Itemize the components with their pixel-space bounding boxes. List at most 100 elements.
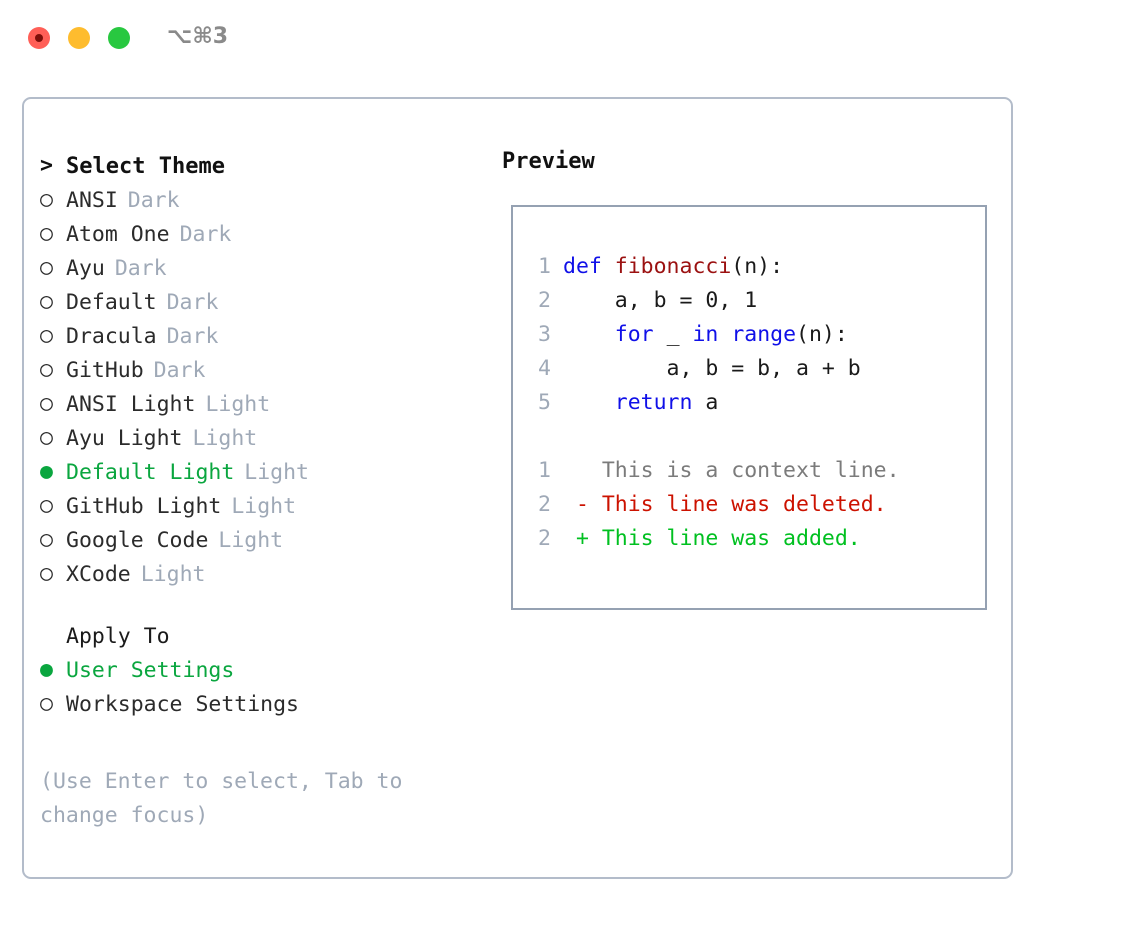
diff-line: 2 + This line was added.: [521, 521, 981, 555]
line-number: 2: [538, 491, 551, 517]
recording-indicator-icon: [35, 34, 43, 42]
preview-title: Preview: [502, 149, 595, 174]
page-title: Select Theme: [66, 153, 225, 179]
line-number: 1: [538, 457, 551, 483]
token-kw: def: [563, 253, 615, 279]
theme-option-label: XCode: [66, 561, 131, 587]
code-line-content: - This line was deleted.: [563, 492, 887, 517]
maximize-window-button[interactable]: [108, 27, 130, 49]
theme-option-label: ANSI: [66, 187, 118, 213]
theme-variant-label: Dark: [127, 187, 180, 213]
diff-line: 1 This is a context line.: [521, 453, 981, 487]
token-txt: (n):: [796, 321, 848, 347]
minimize-window-button[interactable]: [68, 27, 90, 49]
token-txt: (n):: [731, 253, 784, 279]
code-line-content: a, b = 0, 1: [563, 288, 757, 313]
title-bar: ⌥⌘3: [0, 0, 1140, 78]
radio-unselected-icon: ○: [40, 289, 53, 315]
radio-unselected-icon: ○: [40, 391, 53, 417]
apply-to-option-workspace-settings[interactable]: ○ Workspace Settings: [40, 687, 490, 721]
theme-variant-label: Dark: [166, 323, 219, 349]
theme-option-dracula[interactable]: ○ Dracula Dark: [40, 319, 490, 353]
theme-option-ayu-light[interactable]: ○ Ayu Light Light: [40, 421, 490, 455]
theme-option-label: Ayu: [66, 255, 105, 281]
theme-option-label: GitHub Light: [66, 493, 222, 519]
code-line: 3 for _ in range(n):: [521, 317, 981, 351]
theme-option-label: Atom One: [66, 221, 170, 247]
theme-variant-label: Light: [231, 493, 297, 519]
radio-unselected-icon: ○: [40, 357, 53, 383]
token-kw: for: [614, 321, 654, 347]
diff-line: 2 - This line was deleted.: [521, 487, 981, 521]
line-number: 2: [538, 525, 551, 551]
token-txt: a, b = 0, 1: [563, 287, 758, 313]
theme-variant-label: Light: [205, 391, 271, 417]
code-line-content: for _ in range(n):: [563, 322, 848, 347]
radio-unselected-icon: ○: [40, 561, 53, 587]
theme-variant-label: Light: [244, 459, 310, 485]
radio-selected-icon: ●: [40, 459, 53, 485]
apply-to-option-user-settings[interactable]: ●User Settings: [40, 653, 490, 687]
code-line: 2 a, b = 0, 1: [521, 283, 981, 317]
select-theme-header: > Select Theme: [40, 149, 490, 183]
theme-option-ansi-light[interactable]: ○ ANSI Light Light: [40, 387, 490, 421]
theme-option-github-light[interactable]: ○ GitHub Light Light: [40, 489, 490, 523]
blank-marker: ○: [40, 625, 66, 647]
token-txt: a: [692, 389, 719, 415]
token-kw: return: [614, 389, 693, 415]
theme-variant-label: Dark: [153, 357, 206, 383]
token-txt: [718, 322, 731, 347]
radio-unselected-icon: ○: [40, 221, 53, 247]
line-number: 2: [538, 287, 551, 313]
apply-to-header: ○ Apply To: [40, 619, 490, 653]
theme-variant-label: Dark: [114, 255, 167, 281]
radio-unselected-icon: ○: [40, 323, 53, 349]
caret-icon: >: [40, 153, 53, 179]
theme-variant-label: Light: [140, 561, 206, 587]
token-fn: fibonacci: [614, 253, 732, 279]
line-number: 1: [538, 253, 551, 279]
apply-to-option-label: Workspace Settings: [66, 691, 299, 717]
apply-to-title: Apply To: [66, 623, 170, 649]
radio-unselected-icon: ○: [40, 527, 53, 553]
theme-option-label: Ayu Light: [66, 425, 183, 451]
keyboard-shortcut-label: ⌥⌘3: [167, 24, 229, 49]
token-ctx: This is a context line.: [563, 457, 900, 483]
theme-option-label: ANSI Light: [66, 391, 196, 417]
close-window-button[interactable]: [28, 27, 50, 49]
radio-unselected-icon: ○: [40, 691, 53, 717]
theme-option-xcode[interactable]: ○ XCode Light: [40, 557, 490, 591]
radio-unselected-icon: ○: [40, 425, 53, 451]
radio-unselected-icon: ○: [40, 493, 53, 519]
code-line-content: This is a context line.: [563, 458, 900, 483]
token-add: + This line was added.: [563, 525, 861, 551]
theme-option-label: Dracula: [66, 323, 157, 349]
code-line-content: + This line was added.: [563, 526, 861, 551]
keyboard-hint-text: (Use Enter to select, Tab to change focu…: [40, 769, 403, 828]
token-txt: _: [653, 321, 693, 347]
code-line: 4 a, b = b, a + b: [521, 351, 981, 385]
list-spacer: [40, 591, 490, 619]
token-kw: in: [692, 321, 719, 347]
code-line-content: return a: [563, 389, 719, 415]
theme-variant-label: Light: [218, 527, 284, 553]
apply-to-option-label: User Settings: [66, 657, 235, 683]
radio-unselected-icon: ○: [40, 187, 53, 213]
code-line-content: a, b = b, a + b: [563, 356, 861, 381]
theme-variant-label: Dark: [166, 289, 219, 315]
theme-option-ansi[interactable]: ○ ANSI Dark: [40, 183, 490, 217]
theme-variant-label: Light: [192, 425, 258, 451]
